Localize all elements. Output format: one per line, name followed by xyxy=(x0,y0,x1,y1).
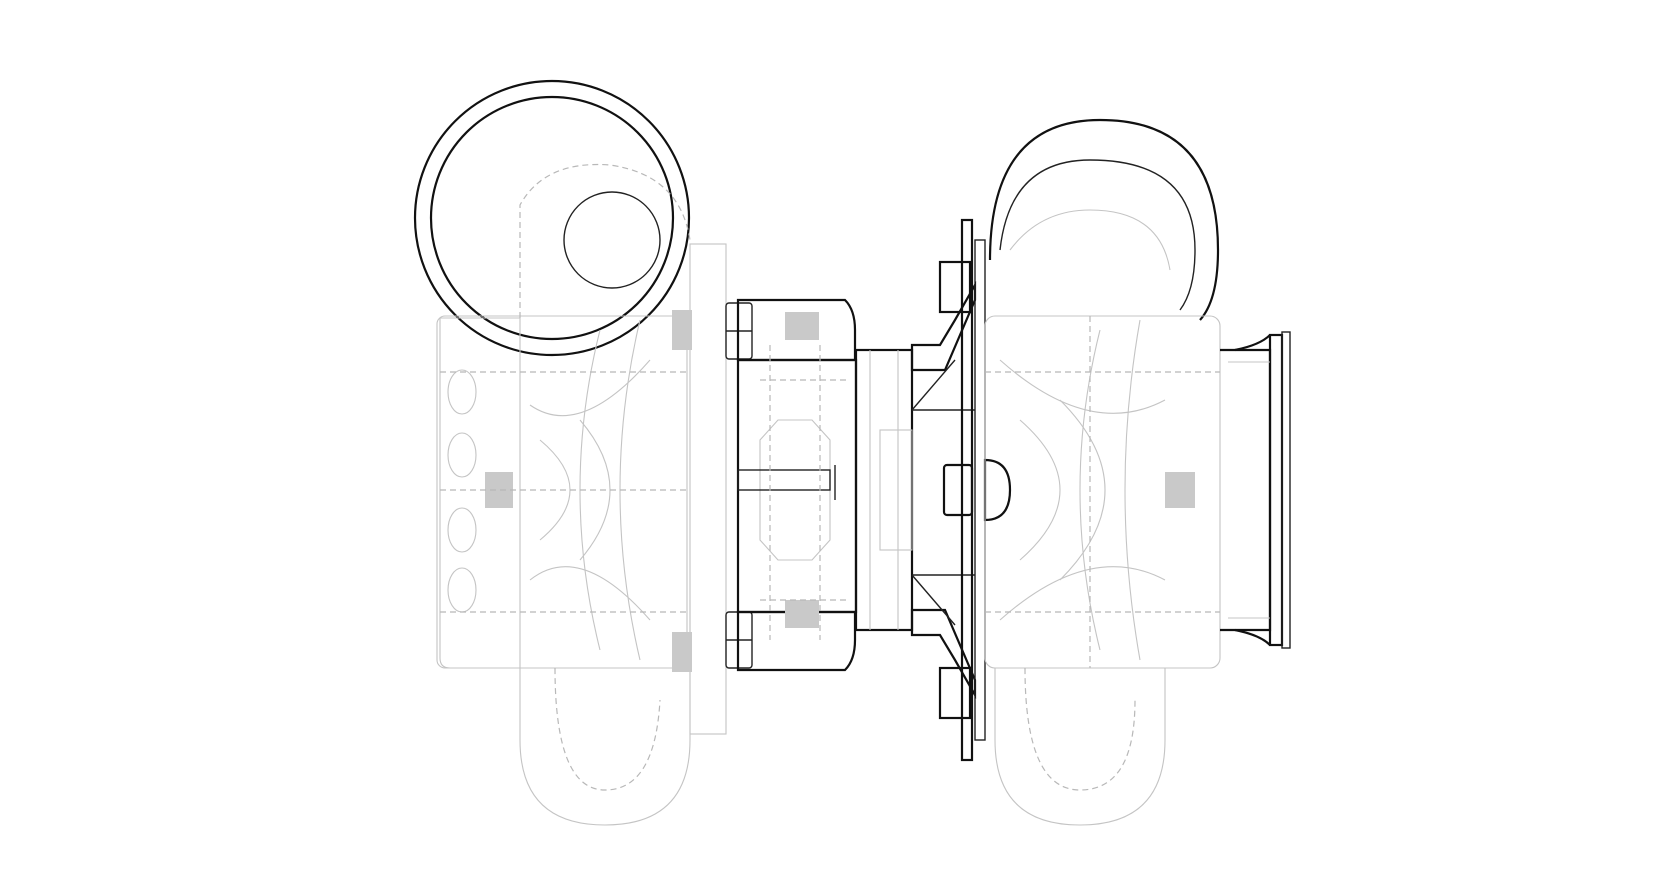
compressor-vane-2 xyxy=(999,566,1166,621)
turbine-port-2 xyxy=(447,432,477,478)
compressor-backplate xyxy=(910,218,1012,762)
compressor-shaft-block xyxy=(1165,472,1195,508)
backplate-struts-upper xyxy=(910,280,977,372)
compressor-vane-1 xyxy=(999,359,1166,414)
lower-stud-block xyxy=(785,600,819,628)
compressor-inlet xyxy=(1220,331,1291,649)
compressor-housing xyxy=(984,118,1221,826)
turbine-housing-block xyxy=(436,315,688,669)
compressor-vane-4 xyxy=(1059,399,1106,581)
center-bearing-housing xyxy=(725,298,858,672)
turbine-port-3 xyxy=(447,507,477,553)
turbine-flange-plate xyxy=(689,243,727,735)
turbine-inlet-bore xyxy=(563,191,661,289)
turbine-flange xyxy=(672,243,727,735)
shaft-neck xyxy=(854,348,914,632)
turbine-inlet-outer-ring xyxy=(413,79,691,357)
turbine-port-1 xyxy=(447,369,477,415)
compressor-lower-volute xyxy=(994,668,1166,826)
backplate-outer-plate xyxy=(974,239,986,741)
compressor-outlet-outer xyxy=(988,118,1220,321)
turbine-vane-curve-1 xyxy=(529,359,651,417)
backplate-strut-diag-2 xyxy=(911,574,956,626)
compressor-vane-3 xyxy=(1019,419,1061,561)
upper-stud-block xyxy=(785,312,819,340)
compressor-nose xyxy=(983,458,1012,522)
backplate-strut-diag-1 xyxy=(911,359,956,411)
inlet-neck xyxy=(1220,348,1272,632)
center-nut xyxy=(942,463,974,517)
turbine-inlet-inner-ring xyxy=(429,95,675,341)
lower-bracket-tab xyxy=(938,666,972,720)
neck-shaft-window xyxy=(879,429,913,551)
inlet-flange-lip xyxy=(1281,331,1291,649)
oil-port-outline xyxy=(759,419,831,561)
backplate-struts-lower xyxy=(910,608,977,700)
turbine-port-4 xyxy=(447,567,477,613)
compressor-outlet-hidden xyxy=(1009,209,1171,271)
turbine-flange-lower-block xyxy=(672,632,692,672)
inlet-bell-lower xyxy=(1234,628,1271,646)
neck-body xyxy=(854,348,914,632)
upper-bracket-tab xyxy=(938,260,972,314)
turbine-shaft-end-block xyxy=(485,472,513,508)
compressor-lower-volute-hidden xyxy=(1024,667,1136,791)
turbine-lower-volute-hidden xyxy=(554,667,661,791)
compressor-housing-block xyxy=(984,315,1221,669)
compressor-outlet-inner xyxy=(999,159,1196,311)
chra-body xyxy=(736,358,858,614)
turbine-lower-volute xyxy=(519,600,691,826)
turbine-housing xyxy=(413,79,691,826)
chra-lower-outline xyxy=(736,610,857,672)
inlet-flange xyxy=(1268,333,1284,647)
compressor-vane-6 xyxy=(1124,319,1141,661)
turbine-flange-upper-block xyxy=(672,310,692,350)
inlet-bell-upper xyxy=(1234,334,1271,352)
shaft-slot xyxy=(737,469,831,491)
